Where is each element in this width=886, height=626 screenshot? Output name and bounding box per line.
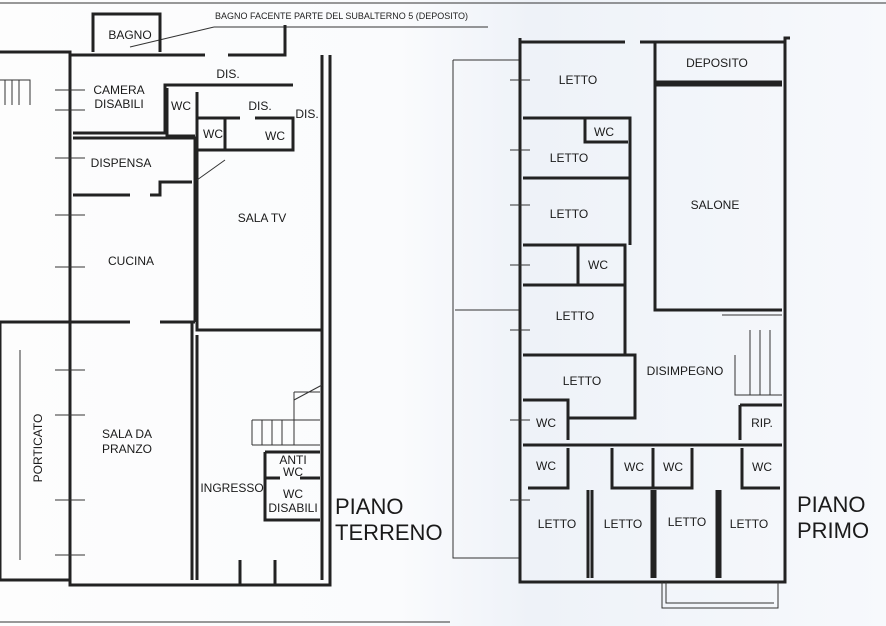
room-sala-da-pranzo: PRANZO [102, 442, 152, 456]
first-floor-title: PIANO [797, 492, 865, 517]
room-dis-mid: DIS. [248, 99, 271, 113]
room-wc: WC [536, 459, 556, 473]
room-ripostiglio: RIP. [751, 416, 773, 430]
room-ingresso: INGRESSO [200, 481, 263, 495]
room-wc: WC [536, 416, 556, 430]
room-wc: WC [624, 460, 644, 474]
room-letto: LETTO [604, 517, 642, 531]
room-letto: LETTO [668, 515, 706, 529]
room-bagno: BAGNO [108, 28, 151, 42]
room-wc: WC [663, 460, 683, 474]
annotation-leader [129, 26, 215, 48]
room-dis-right: DIS. [295, 107, 318, 121]
room-wc-disabili: DISABILI [268, 501, 317, 515]
room-dis-top: DIS. [216, 67, 239, 81]
room-wc: WC [171, 99, 191, 113]
ground-floor-walls [0, 12, 332, 587]
first-floor-title: PRIMO [797, 518, 869, 543]
annotation-text: BAGNO FACENTE PARTE DEL SUBALTERNO 5 (DE… [215, 11, 468, 21]
room-anti-wc: WC [283, 465, 303, 479]
room-wc: WC [203, 127, 223, 141]
room-wc-disabili: WC [283, 487, 303, 501]
ground-floor-title: PIANO [335, 494, 403, 519]
room-wc: WC [588, 258, 608, 272]
room-wc: WC [265, 129, 285, 143]
room-deposito: DEPOSITO [686, 56, 748, 70]
room-letto: LETTO [730, 517, 768, 531]
room-porticato: PORTICATO [31, 414, 45, 483]
room-letto: LETTO [563, 374, 601, 388]
room-anti-wc: ANTI [279, 453, 306, 467]
room-disimpegno: DISIMPEGNO [647, 364, 724, 378]
room-letto: LETTO [538, 517, 576, 531]
room-dispensa: DISPENSA [91, 156, 152, 170]
room-salone: SALONE [691, 198, 740, 212]
room-letto: LETTO [556, 309, 594, 323]
room-camera-disabili: CAMERA [93, 83, 144, 97]
room-camera-disabili: DISABILI [94, 97, 143, 111]
room-cucina: CUCINA [108, 254, 154, 268]
room-letto: LETTO [550, 151, 588, 165]
room-sala-tv: SALA TV [238, 211, 286, 225]
room-letto: LETTO [550, 207, 588, 221]
room-wc: WC [594, 125, 614, 139]
room-sala-da-pranzo: SALA DA [102, 427, 152, 441]
room-letto: LETTO [559, 73, 597, 87]
first-floor-walls [452, 36, 790, 609]
ground-floor-title: TERRENO [335, 520, 443, 545]
room-wc: WC [752, 460, 772, 474]
